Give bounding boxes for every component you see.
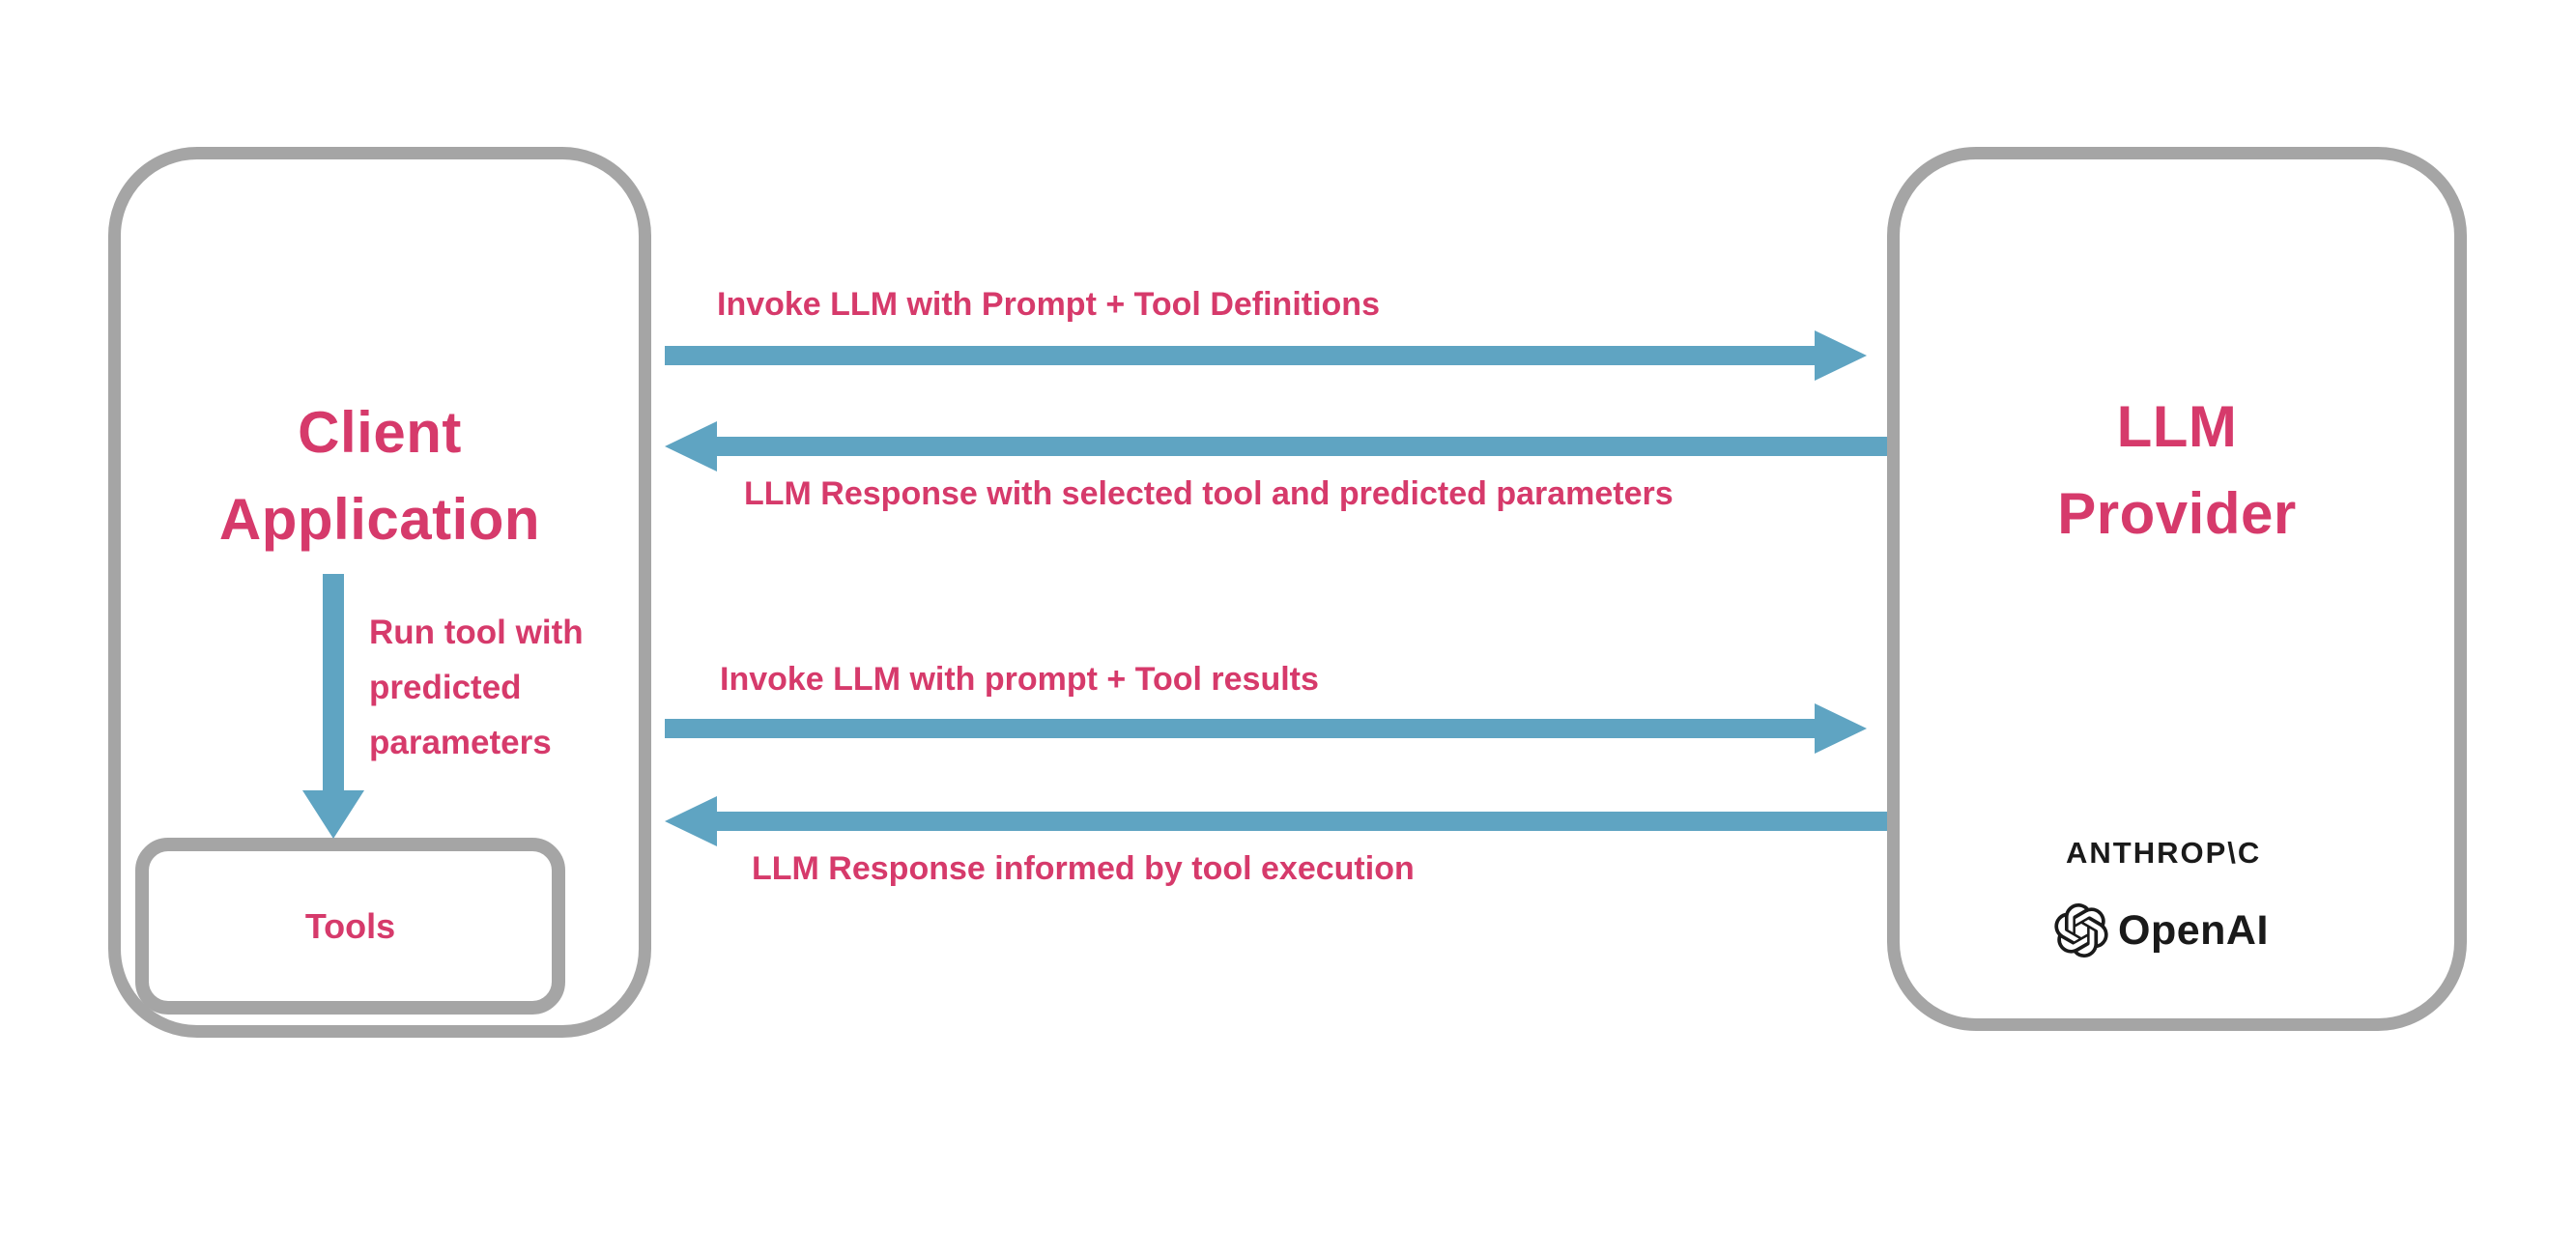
- llm-provider-box: LLM Provider ANTHROP\C OpenAI: [1887, 147, 2467, 1031]
- arrowhead-left-icon: [665, 796, 717, 846]
- arrowhead-left-icon: [665, 421, 717, 472]
- flow-label-invoke-with-results: Invoke LLM with prompt + Tool results: [720, 661, 1319, 698]
- client-application-title: Client Application: [218, 400, 541, 552]
- arrow-left-response-selected-tool: [665, 421, 1887, 472]
- openai-wordmark: OpenAI: [2118, 906, 2269, 954]
- flow-label-invoke-with-definitions: Invoke LLM with Prompt + Tool Definition…: [717, 286, 1380, 323]
- run-tool-label: Run tool with predicted parameters: [369, 614, 584, 761]
- openai-flower-icon: [2054, 903, 2108, 958]
- arrow-down-run-tool: [302, 574, 364, 839]
- arrow-shaft: [717, 437, 1887, 456]
- arrowhead-right-icon: [1815, 330, 1867, 381]
- llm-provider-title: LLM Provider: [2057, 394, 2297, 546]
- tools-box: Tools: [135, 838, 565, 1015]
- arrow-shaft: [665, 346, 1815, 365]
- arrow-shaft: [717, 812, 1887, 831]
- arrow-right-invoke-with-definitions: [665, 330, 1867, 381]
- arrowhead-right-icon: [1815, 703, 1867, 754]
- arrow-shaft: [665, 719, 1815, 738]
- flow-label-response-tool-execution: LLM Response informed by tool execution: [752, 850, 1415, 887]
- arrowhead-down-icon: [302, 790, 364, 839]
- tools-label: Tools: [304, 905, 396, 946]
- arrow-left-response-tool-execution: [665, 796, 1887, 846]
- arrow-shaft: [323, 574, 344, 790]
- flow-label-response-selected-tool: LLM Response with selected tool and pred…: [744, 475, 1674, 512]
- arrow-right-invoke-with-results: [665, 703, 1867, 754]
- anthropic-logo: ANTHROP\C: [2066, 836, 2262, 870]
- openai-logo: OpenAI: [2054, 903, 2269, 958]
